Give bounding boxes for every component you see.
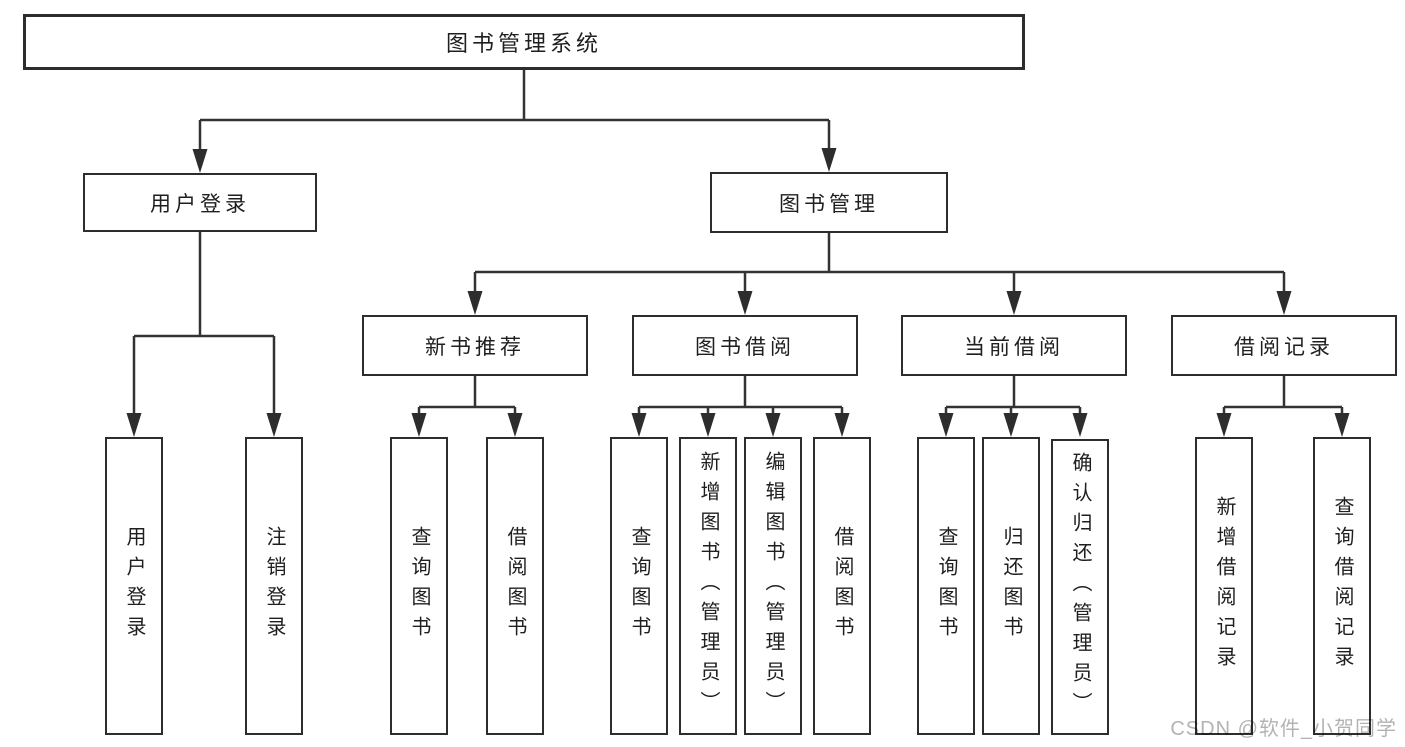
node-root: 图书管理系统 xyxy=(23,14,1025,70)
node-label: 注销登录 xyxy=(263,526,285,646)
node-label: 用户登录 xyxy=(150,192,250,216)
node-label: 图书管理系统 xyxy=(445,31,602,56)
leaf-add-books-admin: 新增图书（管理员） xyxy=(679,437,737,735)
node-label: 归还图书 xyxy=(1000,526,1022,646)
leaf-query-books-borrowing: 查询图书 xyxy=(610,437,668,735)
leaf-query-books-current: 查询图书 xyxy=(917,437,975,735)
node-current-borrowing: 当前借阅 xyxy=(901,315,1127,376)
node-label: 确认归还（管理员） xyxy=(1069,452,1091,722)
node-user-login: 用户登录 xyxy=(83,173,317,232)
node-label: 当前借阅 xyxy=(964,335,1064,359)
leaf-query-borrow-record: 查询借阅记录 xyxy=(1313,437,1371,735)
leaf-confirm-return-admin: 确认归还（管理员） xyxy=(1051,439,1109,735)
node-book-borrowing: 图书借阅 xyxy=(632,315,858,376)
node-label: 借阅图书 xyxy=(831,526,853,646)
node-label: 查询图书 xyxy=(408,526,430,646)
node-book-management: 图书管理 xyxy=(710,172,948,233)
leaf-query-books-recommend: 查询图书 xyxy=(390,437,448,735)
leaf-edit-books-admin: 编辑图书（管理员） xyxy=(744,437,802,735)
leaf-add-borrow-record: 新增借阅记录 xyxy=(1195,437,1253,735)
csdn-watermark: CSDN @软件_小贺同学 xyxy=(1170,718,1397,740)
leaf-logout: 注销登录 xyxy=(245,437,303,735)
node-label: 查询借阅记录 xyxy=(1331,496,1353,676)
node-label: 用户登录 xyxy=(123,526,145,646)
node-label: 借阅图书 xyxy=(504,526,526,646)
arrowhead-icons xyxy=(126,148,1350,437)
node-label: 图书借阅 xyxy=(695,335,795,359)
node-label: 借阅记录 xyxy=(1234,335,1334,359)
leaf-borrow-books-borrowing: 借阅图书 xyxy=(813,437,871,735)
node-label: 查询图书 xyxy=(628,526,650,646)
leaf-user-login: 用户登录 xyxy=(105,437,163,735)
node-label: 编辑图书（管理员） xyxy=(762,451,784,721)
node-label: 查询图书 xyxy=(935,526,957,646)
node-label: 图书管理 xyxy=(779,192,879,216)
node-label: 新增借阅记录 xyxy=(1213,496,1235,676)
node-label: 新增图书（管理员） xyxy=(697,451,719,721)
leaf-return-books: 归还图书 xyxy=(982,437,1040,735)
connector-paths xyxy=(132,70,1344,421)
node-label: 新书推荐 xyxy=(425,335,525,359)
leaf-borrow-books-recommend: 借阅图书 xyxy=(486,437,544,735)
node-borrowing-records: 借阅记录 xyxy=(1171,315,1397,376)
node-new-book-recommendation: 新书推荐 xyxy=(362,315,588,376)
